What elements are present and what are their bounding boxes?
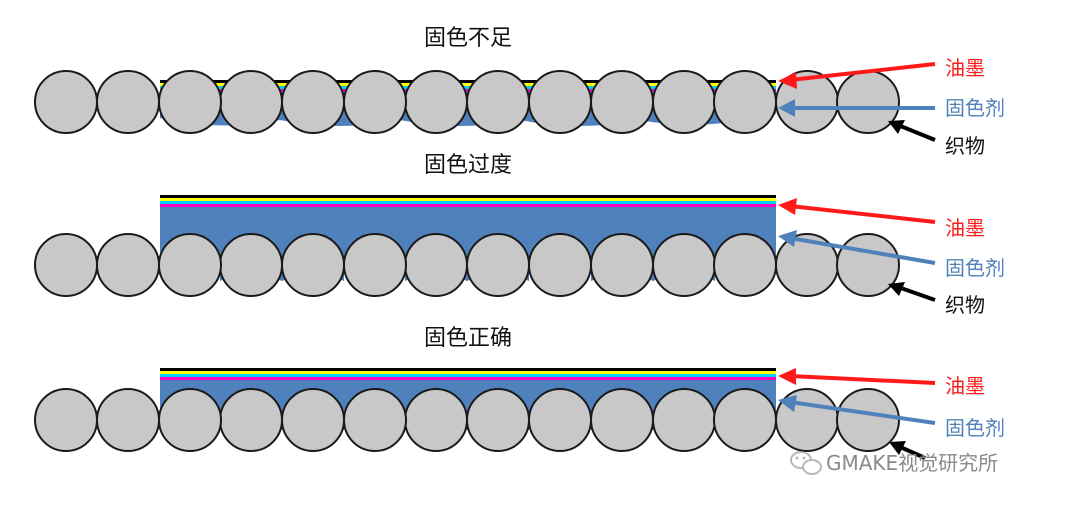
- ink-label: 油墨: [945, 56, 985, 80]
- fabric-fiber: [836, 388, 900, 452]
- ink-stripe: [160, 368, 776, 371]
- ink-stripe: [160, 371, 776, 374]
- fabric-fiber: [652, 388, 716, 452]
- fabric-fibers: [34, 70, 900, 134]
- fabric-fiber: [158, 70, 222, 134]
- fabric-fiber: [158, 388, 222, 452]
- fabric-fiber: [158, 233, 222, 297]
- fabric-fibers: [34, 388, 900, 452]
- ink-arrow: [778, 62, 936, 89]
- fixative-arrow: [778, 230, 936, 265]
- fixative-label: 固色剂: [945, 96, 1005, 120]
- fabric-fiber: [590, 70, 654, 134]
- ink-label: 油墨: [945, 374, 985, 398]
- fixative-label: 固色剂: [945, 416, 1005, 440]
- fabric-fiber: [590, 233, 654, 297]
- watermark-text: GMAKE视觉研究所: [826, 451, 998, 475]
- fabric-fiber: [713, 70, 777, 134]
- ink-stripe: [160, 198, 776, 201]
- fabric-fiber: [836, 70, 900, 134]
- fabric-fiber: [466, 233, 530, 297]
- fabric-fiber: [96, 388, 160, 452]
- wechat-icon: [790, 451, 822, 475]
- fabric-arrow: [888, 120, 936, 142]
- fabric-fiber: [590, 388, 654, 452]
- ink-arrow: [778, 368, 936, 385]
- fabric-fiber: [528, 388, 592, 452]
- fabric-fiber: [34, 70, 98, 134]
- ink-label: 油墨: [945, 216, 985, 240]
- fabric-fiber: [219, 70, 283, 134]
- fabric-fiber: [466, 70, 530, 134]
- fabric-fiber: [34, 233, 98, 297]
- panel-excessive-fixation: 固色过度 油墨 固色剂 织物: [34, 153, 1005, 317]
- fabric-arrow: [888, 282, 936, 302]
- fabric-fiber: [713, 388, 777, 452]
- fabric-fiber: [713, 233, 777, 297]
- fabric-arrow: [889, 441, 926, 460]
- fabric-fiber: [528, 70, 592, 134]
- ink-stripe: [160, 374, 776, 377]
- fabric-fiber: [404, 233, 468, 297]
- panel-correct-fixation: 固色正确 油墨 固色剂: [34, 326, 1005, 460]
- panel-title: 固色不足: [424, 26, 512, 51]
- fabric-fiber: [343, 388, 407, 452]
- fixative-arrow: [778, 99, 935, 117]
- fabric-fibers: [34, 233, 900, 297]
- fabric-label: 织物: [945, 134, 985, 158]
- fabric-fiber: [281, 70, 345, 134]
- fabric-fiber: [652, 70, 716, 134]
- ink-stripe: [160, 89, 776, 92]
- ink-stripe: [160, 80, 776, 83]
- fabric-label: 织物: [945, 293, 985, 317]
- ink-stripe: [160, 86, 776, 89]
- fabric-fiber: [281, 388, 345, 452]
- fabric-fiber: [466, 388, 530, 452]
- fixative-arrow: [778, 395, 936, 425]
- ink-stripe: [160, 195, 776, 198]
- fabric-fiber: [34, 388, 98, 452]
- fabric-fiber: [343, 233, 407, 297]
- fabric-fiber: [404, 388, 468, 452]
- fabric-fiber: [281, 233, 345, 297]
- fabric-fiber: [96, 70, 160, 134]
- watermark: GMAKE视觉研究所: [790, 451, 998, 475]
- fabric-fiber: [96, 233, 160, 297]
- fabric-fiber: [528, 233, 592, 297]
- panel-insufficient-fixation: 固色不足 油墨 固色剂 织物: [34, 26, 1005, 158]
- fixative-label: 固色剂: [945, 256, 1005, 280]
- fabric-fiber: [343, 70, 407, 134]
- ink-stripe: [160, 83, 776, 86]
- fabric-fiber: [652, 233, 716, 297]
- fabric-fiber: [836, 233, 900, 297]
- fabric-fiber: [219, 233, 283, 297]
- ink-arrow: [778, 198, 936, 224]
- fabric-fiber: [219, 388, 283, 452]
- panel-title: 固色正确: [424, 326, 512, 351]
- ink-stripe: [160, 377, 776, 380]
- panel-title: 固色过度: [424, 153, 512, 178]
- fabric-fiber: [404, 70, 468, 134]
- ink-stripe: [160, 201, 776, 204]
- ink-stripe: [160, 204, 776, 207]
